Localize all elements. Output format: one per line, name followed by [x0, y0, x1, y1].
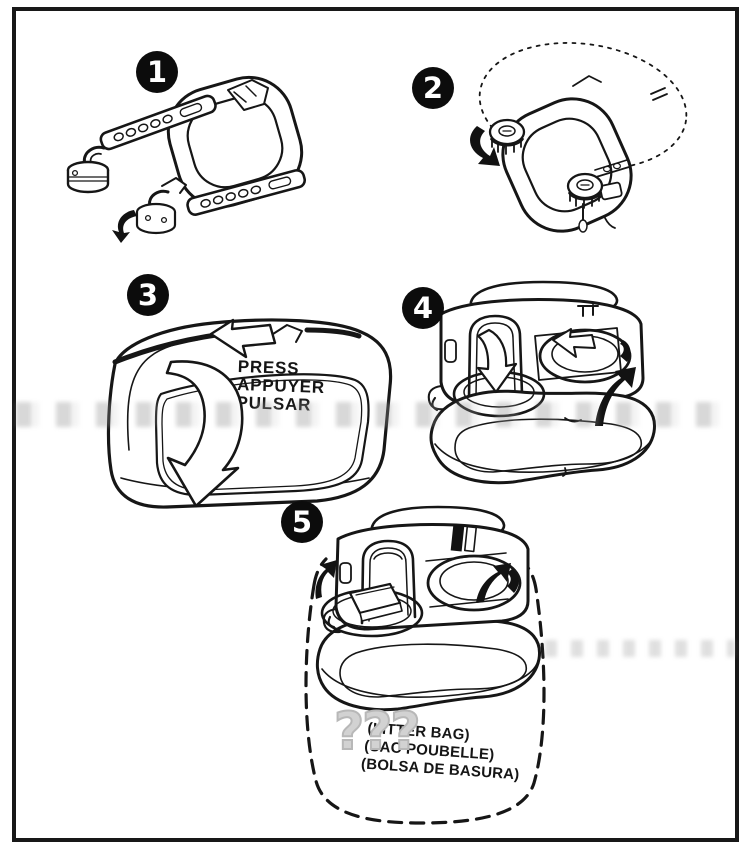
step3-drawing: PRESS APPUYER PULSAR — [106, 318, 393, 509]
fold-arrow-icon — [552, 328, 596, 358]
side-hook — [427, 384, 448, 412]
press-label-line3: PULSAR — [236, 393, 311, 415]
adjust-knob — [488, 118, 526, 155]
side-tab — [444, 339, 457, 363]
top-bracket — [572, 75, 668, 101]
step2-drawing — [470, 42, 688, 233]
step5-badge: 5 — [281, 501, 323, 543]
press-arrow-icon — [209, 318, 277, 359]
step4-badge: 4 — [402, 287, 444, 329]
hanging-pin — [578, 203, 588, 233]
border-frame — [12, 7, 739, 842]
step3-badge: 3 — [127, 274, 169, 316]
left-arrow-icon — [315, 560, 337, 599]
litter-bag-label: (LITTER BAG) (SAC POUBELLE) (BOLSA DE BA… — [360, 720, 519, 784]
open-arrow-icon — [165, 360, 244, 508]
tray-notch — [562, 417, 582, 477]
press-label: PRESS APPUYER PULSAR — [236, 357, 325, 415]
step2-badge: 2 — [412, 67, 454, 109]
tray-recess — [339, 643, 528, 698]
side-tab — [339, 562, 352, 584]
step5-drawing: (LITTER BAG) (SAC POUBELLE) (BOLSA DE BA… — [304, 505, 546, 825]
tray — [429, 389, 657, 485]
tray — [315, 616, 542, 712]
press-label-line1: PRESS — [237, 357, 299, 378]
drop-arrow-icon — [476, 328, 518, 394]
headrest-frame — [501, 97, 633, 233]
lower-strap — [186, 169, 307, 216]
hanger-bracket — [227, 79, 269, 111]
upper-strap — [99, 94, 217, 151]
arch-opening — [467, 314, 524, 400]
step4-drawing — [427, 280, 657, 485]
middle-clamp — [135, 177, 187, 235]
flip-up-arrow-icon — [595, 367, 636, 426]
headrest-outline — [478, 42, 688, 170]
arch-opening — [360, 539, 417, 625]
wipe-flap — [348, 582, 403, 622]
step1-drawing — [66, 75, 307, 243]
step1-badge: 1 — [136, 51, 178, 93]
latch — [272, 324, 303, 343]
left-clamp — [66, 145, 110, 194]
turn-arrow-icon — [470, 126, 500, 166]
press-label-line2: APPUYER — [237, 375, 325, 397]
adjust-knob — [566, 172, 604, 209]
cup-ring-deployed — [426, 554, 522, 612]
cup-ring-folding — [538, 328, 632, 384]
right-arrow-icon — [476, 563, 511, 603]
rotate-arrow-icon — [112, 210, 137, 243]
